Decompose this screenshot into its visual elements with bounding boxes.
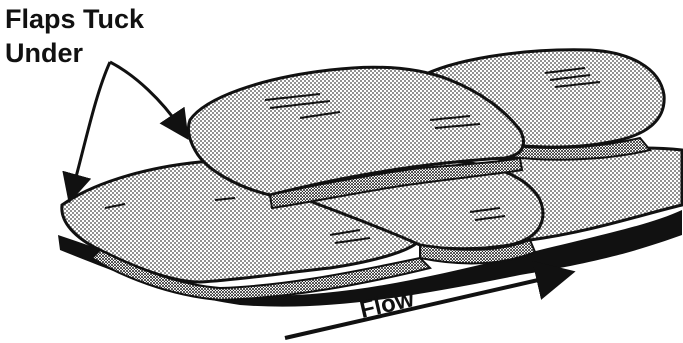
annotation-arrow-left	[72, 62, 110, 192]
annotation-label-line2: Under	[5, 38, 83, 68]
annotation-arrow-right	[110, 62, 182, 130]
annotation-label-line1: Flaps Tuck	[5, 4, 144, 34]
